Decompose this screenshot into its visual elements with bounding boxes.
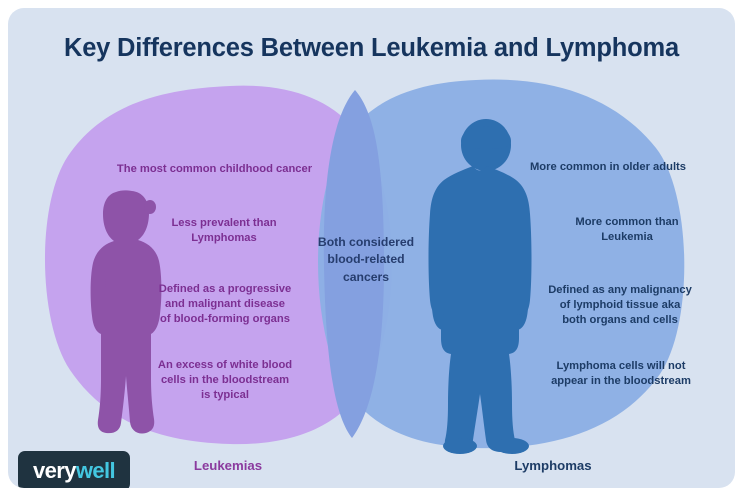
logo-text-well: well	[75, 458, 116, 483]
adult-silhouette	[428, 119, 532, 454]
overlap-region	[323, 90, 384, 438]
infographic-card: Key Differences Between Leukemia and Lym…	[8, 8, 735, 488]
leukemia-point-2: Less prevalent than Lymphomas	[171, 217, 277, 244]
logo-text-wrapper: verywell	[32, 458, 116, 484]
lymphomas-label: Lymphomas	[514, 458, 592, 473]
child-silhouette	[90, 190, 162, 434]
logo-text-very: very	[32, 458, 76, 483]
lymphoma-point-3: Defined as any malignancy of lymphoid ti…	[548, 284, 692, 326]
leukemias-label: Leukemias	[193, 458, 263, 473]
overlap-point-1: Both considered blood-related cancers	[317, 235, 415, 284]
lymphoma-point-4: Lymphoma cells will not appear in the bl…	[551, 360, 691, 387]
venn-diagram	[44, 79, 685, 454]
leukemia-point-3: Defined as a progressive and malignant d…	[158, 283, 292, 325]
verywell-logo: verywell	[18, 451, 130, 488]
lymphoma-point-2: More common than Leukemia	[575, 216, 679, 243]
page-title: Key Differences Between Leukemia and Lym…	[63, 34, 679, 62]
lymphoma-point-1: More common in older adults	[529, 161, 687, 173]
leukemia-point-1: The most common childhood cancer	[116, 163, 313, 175]
leukemia-point-4: An excess of white blood cells in the bl…	[157, 359, 293, 401]
